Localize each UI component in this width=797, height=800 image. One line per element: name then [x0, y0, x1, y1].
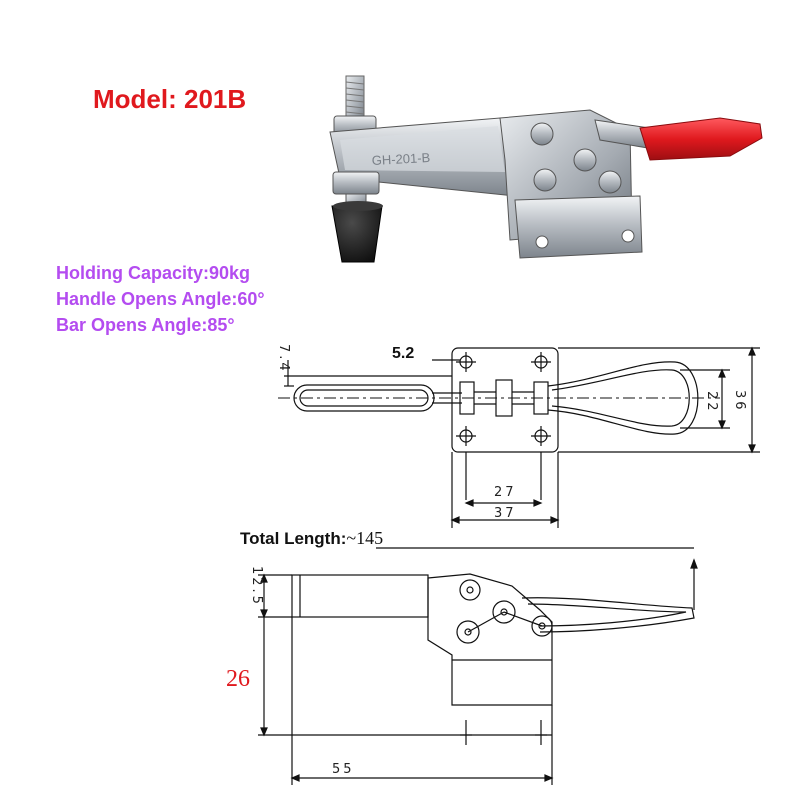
bar-opens-angle-text: Bar Opens Angle:85° — [56, 315, 235, 335]
dim-12-5-text: 12.5 — [249, 566, 264, 607]
handle-opens-angle-text: Handle Opens Angle:60° — [56, 289, 265, 309]
total-length-value: ~145 — [346, 528, 384, 548]
total-length-label: Total Length:~145 — [240, 528, 383, 549]
side-view-dimensions: 12.5 55 — [249, 566, 355, 777]
dim-27-text: 27 — [494, 485, 517, 500]
dim-36-text: 36 — [732, 390, 747, 413]
top-view-dimensions: 7.4 27 37 22 36 — [276, 344, 747, 521]
dim-26-text: 26 — [226, 666, 250, 692]
total-length-label-text: Total Length: — [240, 529, 347, 548]
clamp-photo: GH-201-B — [329, 75, 763, 263]
holding-capacity-text: Holding Capacity:90kg — [56, 263, 251, 283]
top-view-drawing — [278, 346, 760, 528]
dim-7-4-text: 7.4 — [276, 344, 291, 374]
side-view-drawing — [258, 547, 698, 785]
model-title: Model: 201B — [93, 84, 247, 114]
dim-37-text: 37 — [494, 506, 517, 521]
engraving-text: GH-201-B — [371, 150, 430, 168]
dim-55-text: 55 — [332, 762, 355, 777]
dim-22-text: 22 — [704, 391, 719, 414]
hole-diameter-label: 5.2 — [392, 345, 415, 362]
